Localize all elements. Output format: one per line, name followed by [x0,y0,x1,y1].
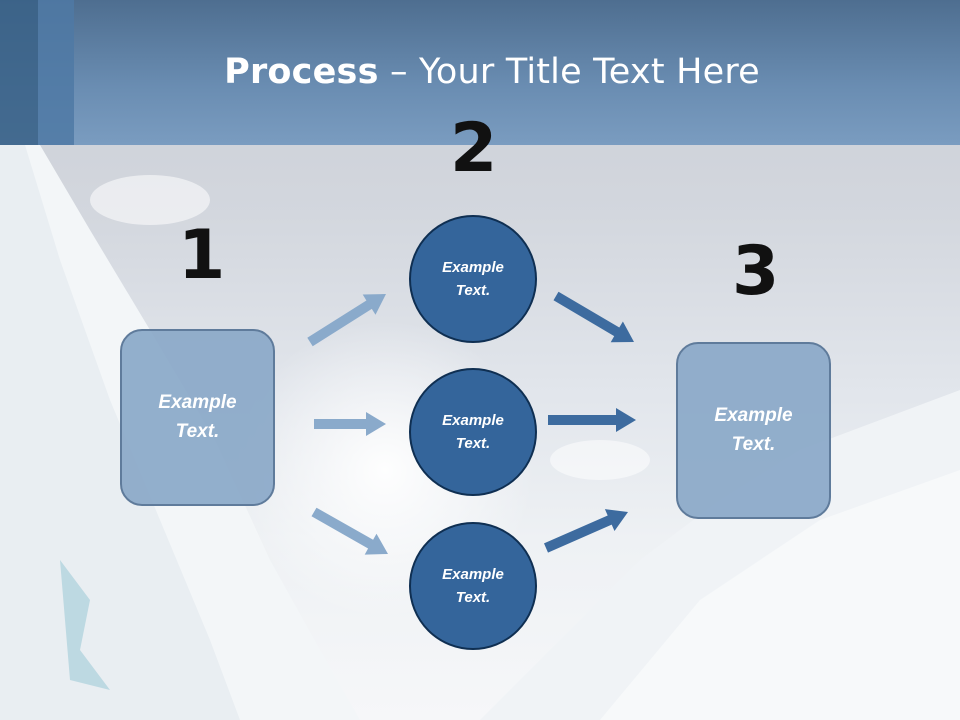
step-2-circle-middle: Example Text. [409,368,537,496]
title-accent-stripe [38,0,74,145]
step-3-label: Example Text. [714,405,793,455]
arrow-2-bottom-to-3 [544,509,628,553]
arrow-1-to-2-middle [314,412,386,436]
arrow-2-middle-to-3 [548,408,636,432]
step-1-label: Example Text. [158,392,237,442]
step-number-2: 2 [450,109,498,188]
step-2-label-top: Example Text. [442,258,504,299]
arrow-1-to-2-top [307,294,386,347]
step-number-1: 1 [178,216,226,295]
title-accent-stripe [0,0,38,145]
arrow-2-top-to-3 [553,291,634,343]
step-3-box: Example Text. [676,342,831,519]
step-2-label-bottom: Example Text. [442,565,504,606]
step-2-circle-top: Example Text. [409,215,537,343]
step-1-box: Example Text. [120,329,275,506]
step-number-3: 3 [732,232,780,311]
step-2-label-middle: Example Text. [442,411,504,452]
step-2-circle-bottom: Example Text. [409,522,537,650]
arrow-1-to-2-bottom [311,507,388,555]
slide-title: Process – Your Title Text Here [224,52,760,92]
title-band [0,0,960,145]
